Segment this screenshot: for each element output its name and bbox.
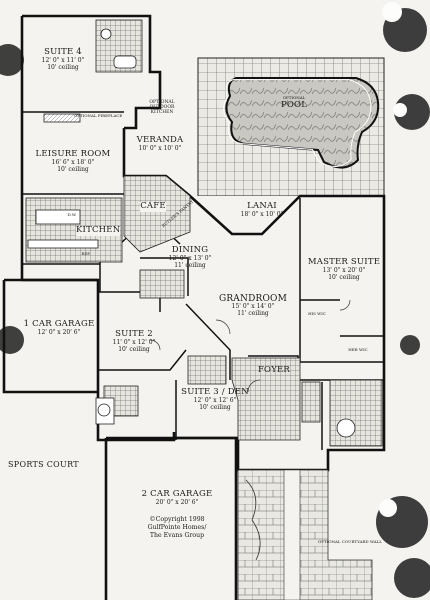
dining-name: DINING [171, 245, 209, 255]
foyer-label: FOYER [256, 365, 292, 376]
sports-court-label: SPORTS COURT [8, 460, 79, 469]
lanai-name: LANAI [247, 201, 277, 211]
suite4-label: SUITE 4 12' 0" x 11' 0" 10' ceiling [28, 47, 98, 72]
leisure-dim: 16' 6" x 18' 0" [51, 158, 95, 166]
courtyard-note: OPTIONAL COURTYARD WALL [318, 539, 382, 544]
suite3-label: SUITE 3 / DEN 12' 0" x 12' 6" 10' ceilin… [180, 387, 250, 412]
veranda-label: VERANDA 10' 0" x 10' 0" [132, 135, 188, 153]
suite4-ceiling: 10' ceiling [47, 63, 79, 71]
copyright-block: ©Copyright 1998 GulfPointe Homes/ The Ev… [122, 516, 232, 539]
kitchen-label: KITCHEN [76, 225, 121, 236]
suite3-name: SUITE 3 / DEN [181, 387, 249, 397]
suite2-ceiling: 10' ceiling [118, 345, 150, 353]
lanai-label: LANAI 18' 0" x 10' 0" [232, 201, 292, 219]
garage2-label: 2 CAR GARAGE 20' 0" x 20' 6" [122, 489, 232, 507]
master-suite-label: MASTER SUITE 13' 0" x 20' 0" 10' ceiling [306, 257, 382, 282]
fireplace-note: OPTIONAL FIREPLACE [74, 113, 123, 118]
copyright-line2: GulfPointe Homes/ [147, 523, 207, 531]
suite4-name: SUITE 4 [44, 47, 82, 57]
grandroom-ceiling: 11' ceiling [237, 310, 269, 318]
dining-label: DINING 12' 0" x 13' 0" 11' ceiling [160, 245, 220, 270]
grandroom-dim: 15' 0" x 14' 0" [231, 303, 275, 311]
suite2-dim: 11' 0" x 12' 0" [112, 338, 156, 346]
master-ceiling: 10' ceiling [328, 273, 360, 281]
dining-dim: 12' 0" x 13' 0" [168, 254, 212, 262]
pool-label: OPTIONAL POOL [274, 95, 314, 110]
copyright-line1: ©Copyright 1998 [149, 516, 205, 523]
dw-note: D.W. [67, 212, 77, 217]
garage1-dim: 12' 0" x 20' 6" [37, 328, 81, 336]
grandroom-label: GRANDROOM 15' 0" x 14' 0" 11' ceiling [218, 294, 288, 318]
outdoor-kitchen-note: OPTIONAL OUTDOOR KITCHEN [140, 100, 184, 116]
grandroom-name: GRANDROOM [218, 294, 288, 304]
outdoor-kitchen-line3: KITCHEN [150, 110, 174, 116]
suite3-dim: 12' 0" x 12' 6" [193, 396, 237, 404]
garage1-name: 1 CAR GARAGE [23, 319, 95, 329]
suite4-dim: 12' 0" x 11' 0" [41, 56, 85, 64]
garage2-dim: 20' 0" x 20' 6" [155, 498, 199, 506]
outdoor-kitchen-line2: OUTDOOR [149, 105, 175, 111]
garage1-label: 1 CAR GARAGE 12' 0" x 20' 6" [22, 319, 96, 337]
veranda-dim: 10' 0" x 10' 0" [138, 144, 182, 152]
master-name: MASTER SUITE [307, 257, 381, 267]
ref-note: REF. [81, 251, 91, 256]
leisure-room-label: LEISURE ROOM 16' 6" x 18' 0" 10' ceiling [22, 149, 124, 174]
garage2-name: 2 CAR GARAGE [141, 489, 213, 499]
pool-optional: OPTIONAL [282, 95, 306, 100]
suite2-name: SUITE 2 [115, 329, 153, 339]
her-wic-note: HER WIC [348, 347, 368, 352]
pool-name: POOL [280, 99, 308, 110]
leisure-ceiling: 10' ceiling [57, 165, 89, 173]
foyer-name: FOYER [257, 365, 291, 375]
veranda-name: VERANDA [136, 135, 184, 145]
suite2-label: SUITE 2 11' 0" x 12' 0" 10' ceiling [108, 329, 160, 354]
leisure-name: LEISURE ROOM [35, 149, 111, 159]
copyright-line3: The Evans Group [149, 531, 205, 539]
cafe-label: CAFE [140, 201, 166, 212]
kitchen-name: KITCHEN [76, 225, 121, 235]
cafe-name: CAFE [140, 201, 166, 211]
lanai-dim: 18' 0" x 10' 0" [240, 210, 284, 218]
his-wic-note: HIS WIC [308, 311, 326, 316]
master-dim: 13' 0" x 20' 0" [322, 266, 366, 274]
outdoor-kitchen-line1: OPTIONAL [149, 100, 175, 105]
suite3-ceiling: 10' ceiling [199, 403, 231, 411]
dining-ceiling: 11' ceiling [174, 261, 206, 269]
